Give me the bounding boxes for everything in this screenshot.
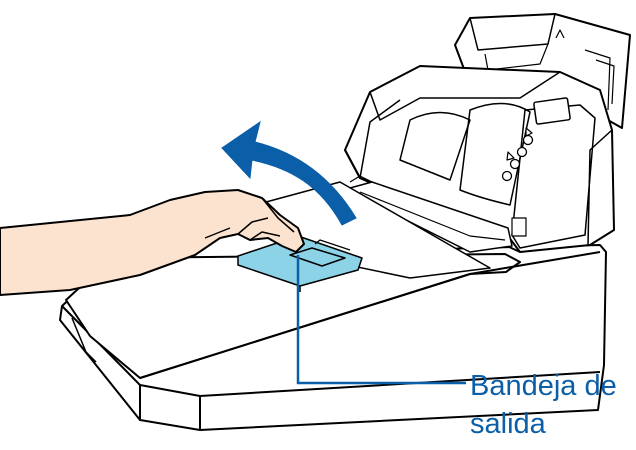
callout-label-line-1: Bandeja de xyxy=(470,372,617,401)
callout-label-line-2: salida xyxy=(470,410,546,439)
